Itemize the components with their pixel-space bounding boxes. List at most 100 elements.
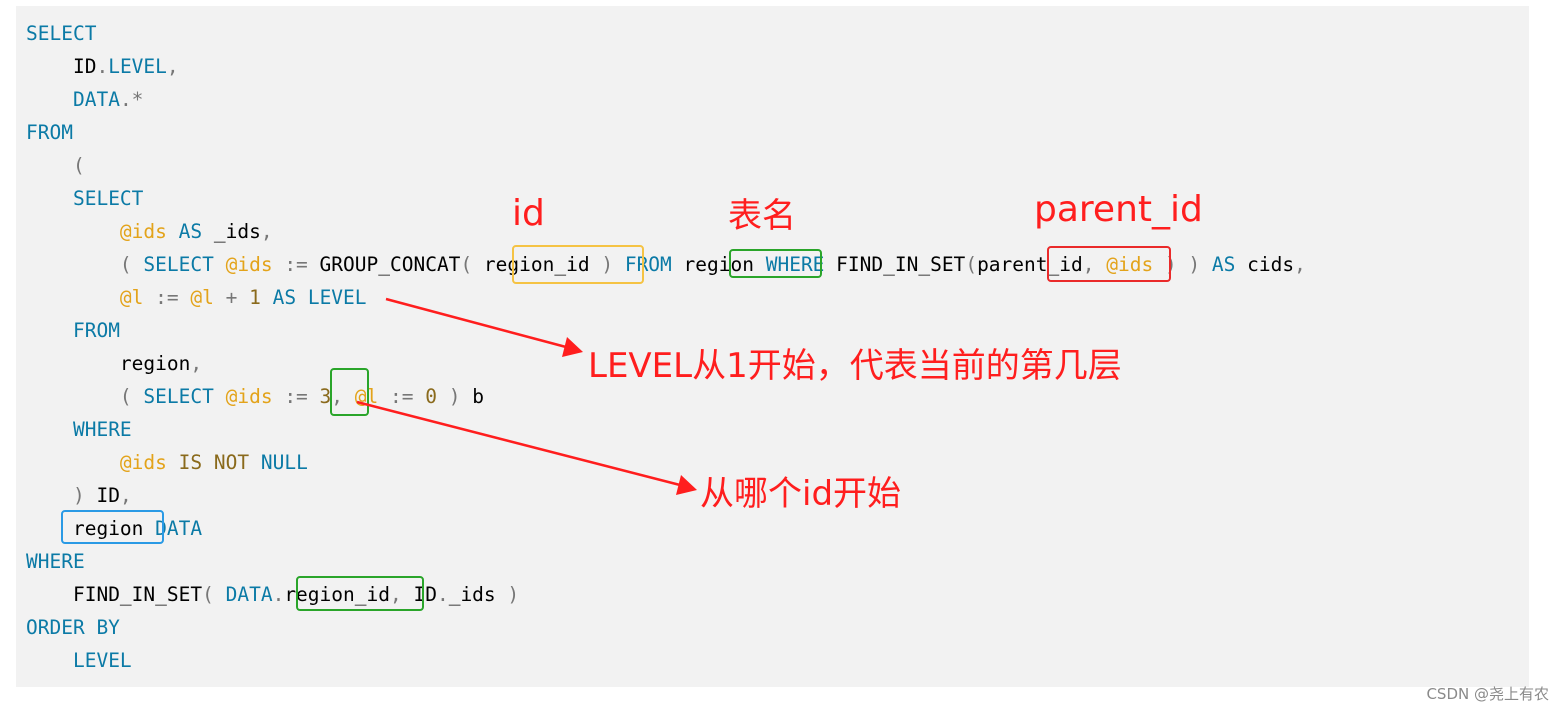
code-token: @ids bbox=[119, 451, 167, 474]
code-token: FROM bbox=[26, 121, 73, 144]
code-token: ) bbox=[72, 484, 85, 507]
code-token: . bbox=[272, 583, 285, 606]
code-token: ) bbox=[495, 583, 520, 606]
code-token: _ids bbox=[448, 583, 496, 606]
code-line: LEVEL bbox=[26, 644, 132, 677]
code-token: . bbox=[96, 55, 109, 78]
code-token: ) bbox=[436, 385, 473, 408]
code-token: 3 bbox=[319, 385, 332, 408]
code-token: LEVEL bbox=[307, 286, 367, 309]
parent-id-annotation: parent_id bbox=[1034, 189, 1203, 230]
data-region-id-box bbox=[296, 576, 424, 611]
code-token: , bbox=[1294, 253, 1306, 276]
code-token: := bbox=[272, 253, 320, 276]
code-line: WHERE bbox=[26, 413, 132, 446]
code-line: SELECT bbox=[26, 17, 96, 50]
code-token: FROM bbox=[72, 319, 120, 342]
code-token: FIND_IN_SET bbox=[824, 253, 966, 276]
code-line: region, bbox=[26, 347, 202, 380]
code-token: 0 bbox=[425, 385, 437, 408]
code-token: DATA bbox=[155, 517, 203, 540]
start-id-note-annotation: 从哪个id开始 bbox=[700, 474, 902, 514]
start-id-box bbox=[330, 368, 369, 416]
code-line: ( SELECT @ids := 3, @l := 0 ) b bbox=[26, 380, 484, 413]
code-token: ID bbox=[413, 583, 437, 606]
code-token: FROM bbox=[624, 253, 672, 276]
code-token: AS bbox=[1211, 253, 1236, 276]
code-line: ( bbox=[26, 149, 85, 182]
code-token: SELECT bbox=[143, 253, 214, 276]
code-token: LEVEL bbox=[108, 55, 167, 78]
code-token: := bbox=[272, 385, 320, 408]
code-token: .* bbox=[119, 88, 144, 111]
code-token: , bbox=[166, 55, 179, 78]
code-token: @ids bbox=[1106, 253, 1154, 276]
code-token: DATA bbox=[72, 88, 120, 111]
region-table-box bbox=[729, 249, 822, 278]
code-line: @ids IS NOT NULL bbox=[26, 446, 308, 479]
start-id-arrowhead bbox=[676, 475, 697, 495]
code-token: _ids bbox=[202, 220, 261, 243]
code-token: region_id bbox=[483, 253, 590, 276]
code-token: WHERE bbox=[26, 550, 85, 573]
code-token: AS bbox=[178, 220, 203, 243]
code-token: , bbox=[119, 484, 132, 507]
code-line: SELECT bbox=[26, 182, 143, 215]
code-token: ( bbox=[72, 154, 85, 177]
code-line: @ids AS _ids, bbox=[26, 215, 273, 248]
code-token: 1 bbox=[249, 286, 261, 309]
code-token: @l bbox=[119, 286, 144, 309]
code-token: WHERE bbox=[72, 418, 132, 441]
code-line: DATA.* bbox=[26, 83, 143, 116]
code-token: LEVEL bbox=[72, 649, 132, 672]
start-id-arrow bbox=[356, 400, 681, 487]
code-token: cids bbox=[1235, 253, 1295, 276]
code-token: AS bbox=[272, 286, 297, 309]
code-line: FROM bbox=[26, 116, 73, 149]
code-token: WHERE bbox=[765, 253, 825, 276]
level-note-annotation: LEVEL从1开始，代表当前的第几层 bbox=[588, 346, 1122, 386]
code-token: , bbox=[331, 385, 355, 408]
code-token: ID bbox=[72, 55, 97, 78]
code-token: . bbox=[436, 583, 449, 606]
region-data-box bbox=[61, 510, 164, 544]
level-arrow bbox=[385, 297, 567, 349]
code-token: , bbox=[389, 583, 414, 606]
code-token: SELECT bbox=[143, 385, 214, 408]
level-arrowhead bbox=[562, 337, 583, 357]
code-token: GROUP_CONCAT bbox=[319, 253, 461, 276]
code-token: ( bbox=[965, 253, 978, 276]
csdn-watermark: CSDN @尧上有农 bbox=[1426, 685, 1549, 703]
code-line: ORDER BY bbox=[26, 611, 120, 644]
code-token: ( bbox=[460, 253, 484, 276]
code-token: + bbox=[213, 286, 250, 309]
code-token: ( bbox=[202, 583, 226, 606]
parent-id-box bbox=[1047, 246, 1171, 282]
code-token: NULL bbox=[260, 451, 308, 474]
code-line: @l := @l + 1 AS LEVEL bbox=[26, 281, 367, 314]
code-line: FROM bbox=[26, 314, 120, 347]
code-token: IS NOT bbox=[178, 451, 250, 474]
table-name-annotation: 表名 bbox=[728, 196, 796, 236]
code-token: ) bbox=[589, 253, 625, 276]
code-token: FIND_IN_SET bbox=[72, 583, 203, 606]
code-token: region bbox=[72, 517, 144, 540]
code-token: ID bbox=[84, 484, 120, 507]
region-id-box bbox=[512, 245, 644, 284]
code-token: b bbox=[472, 385, 484, 408]
code-token: parent_id bbox=[977, 253, 1083, 276]
code-token: SELECT bbox=[26, 22, 97, 45]
code-token: ORDER BY bbox=[26, 616, 120, 639]
code-token: := bbox=[143, 286, 191, 309]
code-token: DATA bbox=[225, 583, 273, 606]
code-token: region bbox=[671, 253, 766, 276]
code-line: FIND_IN_SET( DATA.region_id, ID._ids ) bbox=[26, 578, 519, 611]
code-token: @l bbox=[190, 286, 214, 309]
code-token: , bbox=[190, 352, 203, 375]
code-block: SELECT ID.LEVEL, DATA.*FROM ( SELECT @id… bbox=[16, 6, 1529, 687]
code-token: @ids bbox=[119, 220, 167, 243]
code-token: := bbox=[378, 385, 426, 408]
code-token: @ids bbox=[225, 253, 273, 276]
code-token: region bbox=[119, 352, 191, 375]
